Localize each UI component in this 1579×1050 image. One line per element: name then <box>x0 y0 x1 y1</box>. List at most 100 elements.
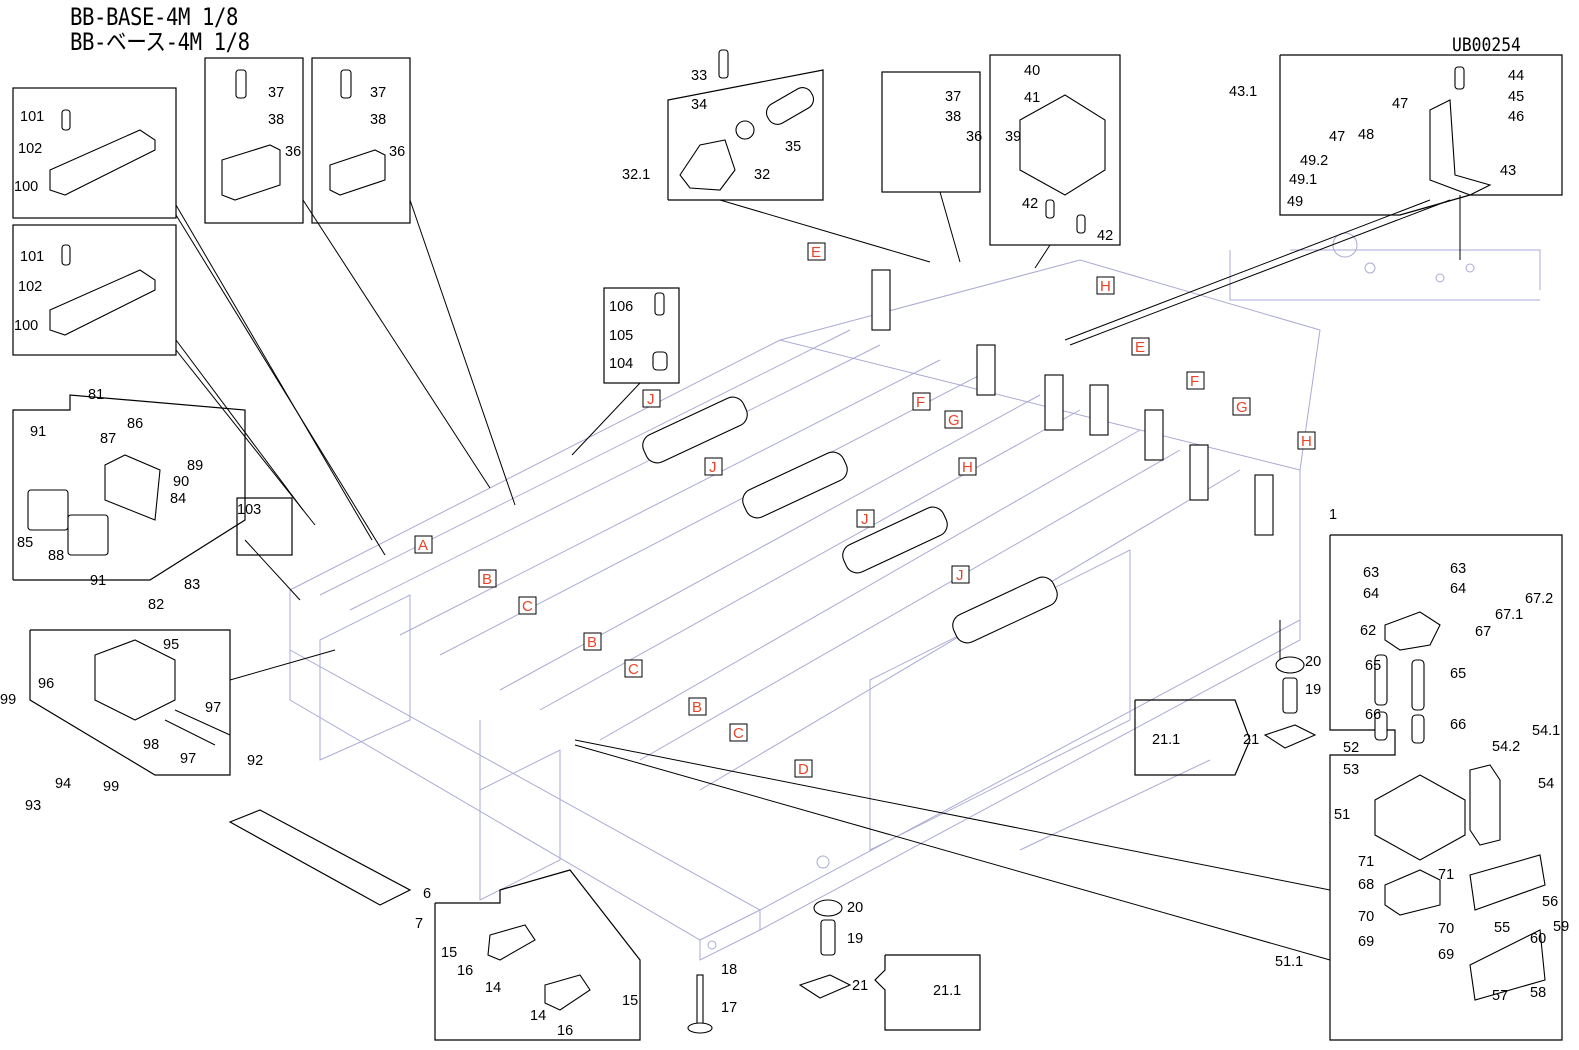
part-label: 47 <box>1329 129 1345 145</box>
part-label: 66 <box>1450 717 1466 733</box>
part-label: 33 <box>691 68 707 84</box>
part-label: 54.2 <box>1492 739 1520 755</box>
callout-H: H <box>958 457 977 476</box>
svg-text:J: J <box>647 391 655 408</box>
part-label: 49.2 <box>1300 153 1328 169</box>
callout-C: C <box>624 659 643 678</box>
callout-E: E <box>1131 337 1150 356</box>
part-label: 21.1 <box>1152 732 1180 748</box>
part-label: 21 <box>1243 732 1259 748</box>
part-label: 86 <box>127 416 143 432</box>
part-label: 101 <box>20 249 44 265</box>
svg-text:G: G <box>1236 399 1248 416</box>
part-label: 18 <box>721 962 737 978</box>
part-label: 20 <box>1305 654 1321 670</box>
part-label: 40 <box>1024 63 1040 79</box>
part-label: 38 <box>370 112 386 128</box>
part-label: 57 <box>1492 988 1508 1004</box>
part-label: 41 <box>1024 90 1040 106</box>
part-label: 81 <box>88 387 104 403</box>
svg-text:B: B <box>482 571 492 588</box>
callout-A: A <box>414 535 433 554</box>
svg-text:D: D <box>798 761 809 778</box>
part-label: 20 <box>847 900 863 916</box>
part-label: 56 <box>1542 894 1558 910</box>
part-label: 37 <box>370 85 386 101</box>
callout-J: J <box>642 389 661 408</box>
part-label: 60 <box>1530 931 1546 947</box>
part-label: 16 <box>457 963 473 979</box>
part-label: 37 <box>945 89 961 105</box>
part-label: 15 <box>441 945 457 961</box>
part-label: 45 <box>1508 89 1524 105</box>
part-label: 106 <box>609 299 633 315</box>
part-label: 7 <box>415 916 423 932</box>
callout-F: F <box>912 392 931 411</box>
svg-text:J: J <box>861 511 869 528</box>
part-label: 36 <box>389 144 405 160</box>
svg-text:C: C <box>522 598 533 615</box>
callout-J: J <box>856 509 875 528</box>
part-label: 52 <box>1343 740 1359 756</box>
part-label: 105 <box>609 328 633 344</box>
part-label: 19 <box>847 931 863 947</box>
part-label: 21.1 <box>933 983 961 999</box>
part-label: 99 <box>103 779 119 795</box>
part-label: 69 <box>1438 947 1454 963</box>
part-label: 64 <box>1363 586 1379 602</box>
part-label: 98 <box>143 737 159 753</box>
part-label: 65 <box>1450 666 1466 682</box>
part-label: 47 <box>1392 96 1408 112</box>
part-label: 102 <box>18 279 42 295</box>
part-label: 42 <box>1022 196 1038 212</box>
svg-text:C: C <box>733 725 744 742</box>
part-label: 99 <box>0 692 16 708</box>
part-label: 97 <box>180 751 196 767</box>
callout-H: H <box>1297 431 1316 450</box>
part-label: 53 <box>1343 762 1359 778</box>
base-frame <box>289 232 1541 961</box>
part-label: 6 <box>423 886 431 902</box>
part-label: 38 <box>268 112 284 128</box>
part-label: 64 <box>1450 581 1466 597</box>
svg-text:H: H <box>1100 278 1111 295</box>
diagram-title-en: BB-BASE-4M 1/8 <box>70 3 238 31</box>
callout-E: E <box>807 242 826 261</box>
part-label: 87 <box>100 431 116 447</box>
part-label: 67 <box>1475 624 1491 640</box>
part-label: 100 <box>14 318 38 334</box>
callout-B: B <box>688 697 707 716</box>
callout-C: C <box>518 596 537 615</box>
part-label: 88 <box>48 548 64 564</box>
svg-text:J: J <box>709 459 717 476</box>
leader-lines <box>175 191 1461 961</box>
detail-boxes <box>12 54 1563 1041</box>
part-label: 67.1 <box>1495 607 1523 623</box>
part-label: 14 <box>530 1008 546 1024</box>
svg-text:E: E <box>1135 339 1145 356</box>
callout-G: G <box>1232 397 1251 416</box>
part-label: 54.1 <box>1532 723 1560 739</box>
diagram-title-jp: BB-ベース-4M 1/8 <box>70 28 250 56</box>
part-label: 35 <box>785 139 801 155</box>
part-label: 97 <box>205 700 221 716</box>
part-label: 38 <box>945 109 961 125</box>
part-label: 103 <box>237 502 261 518</box>
part-label: 95 <box>163 637 179 653</box>
part-label: 102 <box>18 141 42 157</box>
part-label: 91 <box>90 573 106 589</box>
part-label: 55 <box>1494 920 1510 936</box>
svg-text:A: A <box>418 537 428 554</box>
part-label: 62 <box>1360 623 1376 639</box>
part-label: 93 <box>25 798 41 814</box>
part-label: 71 <box>1438 867 1454 883</box>
part-label: 59 <box>1553 919 1569 935</box>
part-label: 15 <box>622 993 638 1009</box>
svg-text:E: E <box>811 244 821 261</box>
part-label: 37 <box>268 85 284 101</box>
part-label: 91 <box>30 424 46 440</box>
callout-H: H <box>1096 276 1115 295</box>
part-label: 100 <box>14 179 38 195</box>
part-label: 34 <box>691 97 707 113</box>
